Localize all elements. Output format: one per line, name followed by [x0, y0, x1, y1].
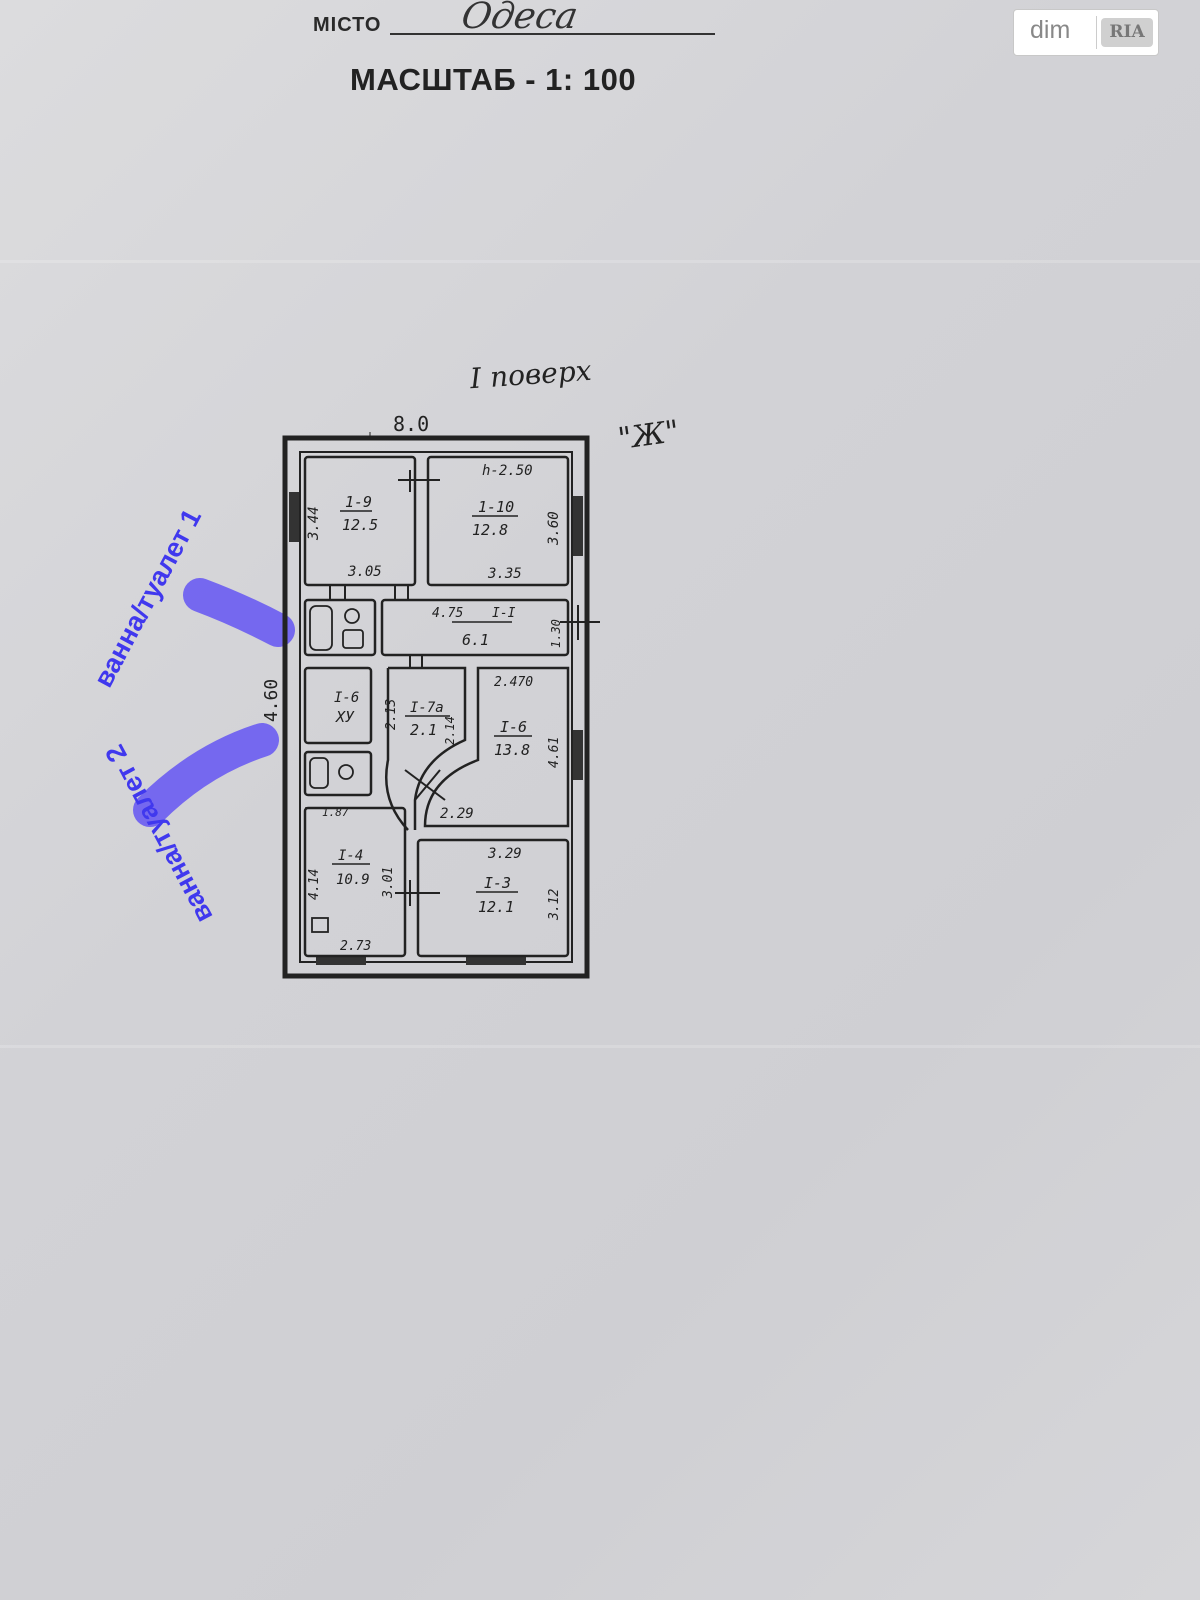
bathroom-2	[303, 750, 373, 797]
room-id: I-I	[492, 606, 516, 621]
room-I-6	[423, 666, 570, 828]
door-swing	[404, 769, 446, 801]
room-id: 1-9	[345, 493, 372, 511]
inner-wall-outline	[299, 451, 573, 963]
city-label: МІСТО	[313, 14, 382, 36]
room-area: 10.9	[336, 872, 370, 888]
plan-width-dimension: 8.0	[393, 412, 430, 436]
toilet-fixture	[342, 629, 364, 649]
room-dimension: 3.35	[487, 566, 522, 582]
window	[466, 957, 526, 965]
room-dimension: 2.73	[340, 939, 371, 954]
stove-fixture	[311, 917, 329, 933]
window	[316, 957, 366, 965]
room-id: I-6	[500, 718, 527, 736]
room-id: I-3	[484, 874, 511, 892]
room-I-I	[380, 598, 570, 657]
room-dimension: 3.12	[547, 889, 562, 921]
highlight-mark-1	[183, 578, 295, 647]
outer-wall	[282, 435, 590, 979]
highlight-mark-2	[133, 723, 279, 827]
room-area: 12.8	[472, 521, 508, 539]
room-dimension: 2.470	[494, 675, 533, 690]
room-area: ХУ	[335, 708, 355, 726]
scale-title: МАСШТАБ - 1: 100	[350, 62, 637, 97]
room-id: I-7а	[410, 700, 444, 716]
room-I-6-xy	[303, 666, 373, 745]
window	[289, 492, 299, 542]
room-dimension: 1.30	[549, 619, 563, 648]
shower-fixture	[309, 757, 329, 789]
room-dimension: 4.14	[307, 869, 322, 900]
room-I-3	[416, 838, 570, 958]
room-area: 12.5	[342, 516, 378, 534]
room-id: I-4	[338, 848, 363, 864]
room-id: 1-10	[478, 498, 514, 516]
bathroom-1	[303, 598, 377, 657]
sink-fixture	[344, 608, 360, 624]
window	[573, 730, 583, 780]
city-underline	[390, 33, 715, 35]
toilet-fixture-2	[338, 764, 354, 780]
paper-crease	[0, 260, 1200, 263]
corridor-wall	[384, 668, 409, 831]
room-1-9	[303, 455, 417, 587]
room-dimension: 3.60	[546, 511, 562, 546]
room-dimension: 3.05	[347, 564, 382, 580]
room-area: 2.1	[410, 721, 437, 739]
room-id: I-6	[334, 690, 359, 706]
room-area: 12.1	[478, 898, 514, 916]
room-dimension: 3.44	[306, 506, 322, 541]
room-dimension: 1.87	[322, 806, 349, 819]
room-dimension: 4.61	[547, 737, 562, 768]
dimria-logo[interactable]: dim RIA	[1013, 9, 1159, 56]
door-swing	[414, 769, 441, 801]
logo-dim-text: dim	[1030, 16, 1071, 44]
room-1-10	[426, 455, 570, 587]
room-area: 13.8	[494, 741, 530, 759]
room-dimension: 3.01	[381, 867, 396, 899]
bathtub-fixture	[309, 605, 333, 651]
logo-ria-text: RIA	[1101, 18, 1153, 47]
room-dimension: 2.13	[384, 699, 399, 730]
room-dimension: 3.29	[487, 846, 522, 862]
window	[573, 496, 583, 556]
room-area: 6.1	[462, 631, 489, 649]
room-I-7a-walls	[388, 666, 467, 830]
logo-separator	[1096, 16, 1097, 49]
paper-crease	[0, 1045, 1200, 1048]
room-dimension: 2.29	[440, 806, 474, 822]
room-dimension: 4.75	[432, 606, 463, 621]
room-dimension: h-2.50	[482, 463, 533, 479]
room-dimension: 2.14	[443, 716, 457, 745]
